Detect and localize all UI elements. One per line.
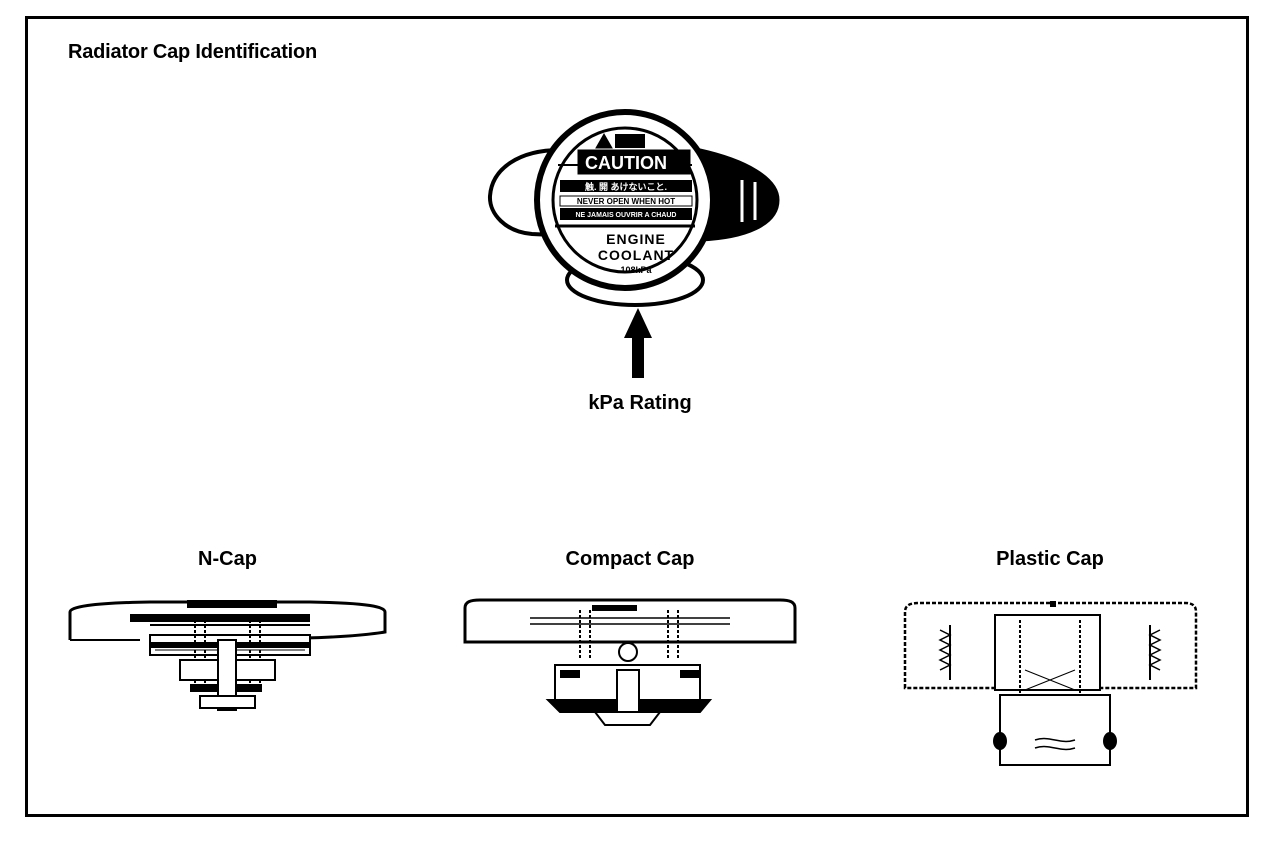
cap-rating-text: 108kPa — [620, 265, 652, 275]
diagram-title: Radiator Cap Identification — [68, 41, 318, 63]
plastic-cap-cross-section — [903, 601, 1198, 766]
diagram-frame — [25, 16, 1249, 817]
compact-cap-label: Compact Cap — [565, 548, 695, 570]
cap-warning-line-1: 触. 開 あけないこと. — [584, 181, 667, 192]
cap-coolant-text: COOLANT — [598, 247, 674, 263]
cap-engine-text: ENGINE — [606, 231, 666, 247]
cap-face-text: CAUTION 触. 開 あけないこと. NEVER OPEN WHEN HOT… — [576, 153, 677, 275]
cap-warning-line-2: NEVER OPEN WHEN HOT — [577, 197, 675, 206]
radiator-cap-illustration — [488, 109, 780, 307]
up-arrow-icon — [624, 308, 652, 378]
compact-cap-cross-section — [463, 598, 797, 726]
cap-caution-text: CAUTION — [585, 153, 667, 173]
plastic-cap-label: Plastic Cap — [996, 548, 1104, 570]
cap-warning-line-3: NE JAMAIS OUVRIR A CHAUD — [576, 212, 677, 219]
kpa-rating-label: kPa Rating — [588, 392, 692, 414]
n-cap-cross-section — [68, 600, 387, 711]
n-cap-label: N-Cap — [198, 548, 257, 570]
